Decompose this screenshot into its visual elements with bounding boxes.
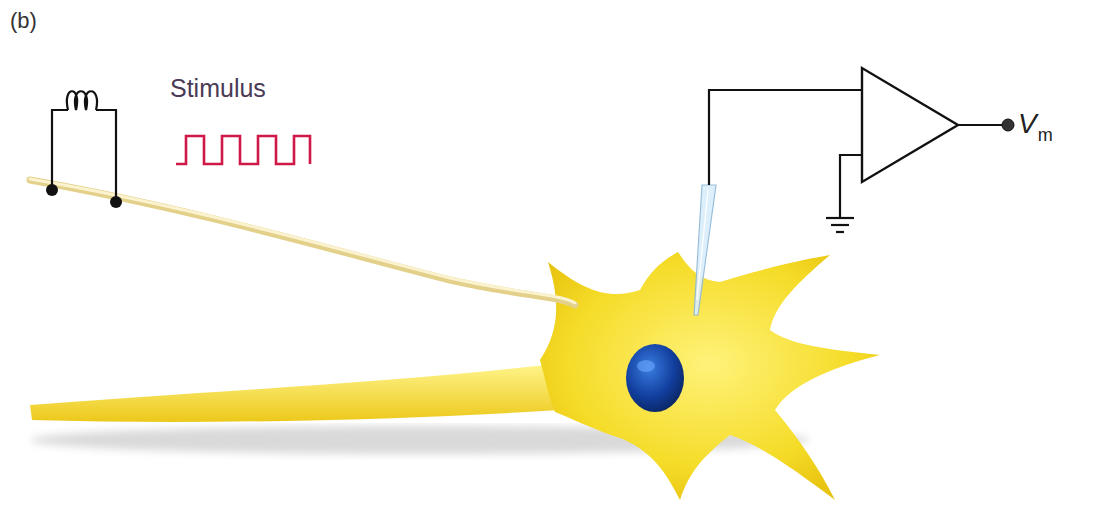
nucleus — [626, 344, 684, 412]
ground-wire — [840, 155, 862, 218]
voltage-label: V — [1018, 110, 1037, 138]
axon-highlight — [30, 179, 575, 303]
cell-body — [540, 252, 880, 500]
output-terminal — [1002, 119, 1014, 131]
panel-label: (b) — [10, 10, 37, 32]
pulse-train — [176, 136, 310, 164]
stimulus-label: Stimulus — [170, 76, 266, 101]
ground-symbol — [826, 218, 854, 232]
axon — [30, 180, 575, 305]
electrode-contact — [110, 196, 122, 208]
dendrite — [30, 365, 560, 422]
electrode-contact — [46, 184, 58, 196]
amplifier-symbol — [862, 68, 958, 182]
output-wire — [958, 124, 1006, 126]
stimulating-electrode — [52, 91, 116, 200]
nucleus-highlight — [637, 360, 655, 372]
voltage-subscript: m — [1038, 126, 1053, 144]
recording-pipette — [694, 185, 716, 315]
pipette-wire — [697, 190, 708, 300]
